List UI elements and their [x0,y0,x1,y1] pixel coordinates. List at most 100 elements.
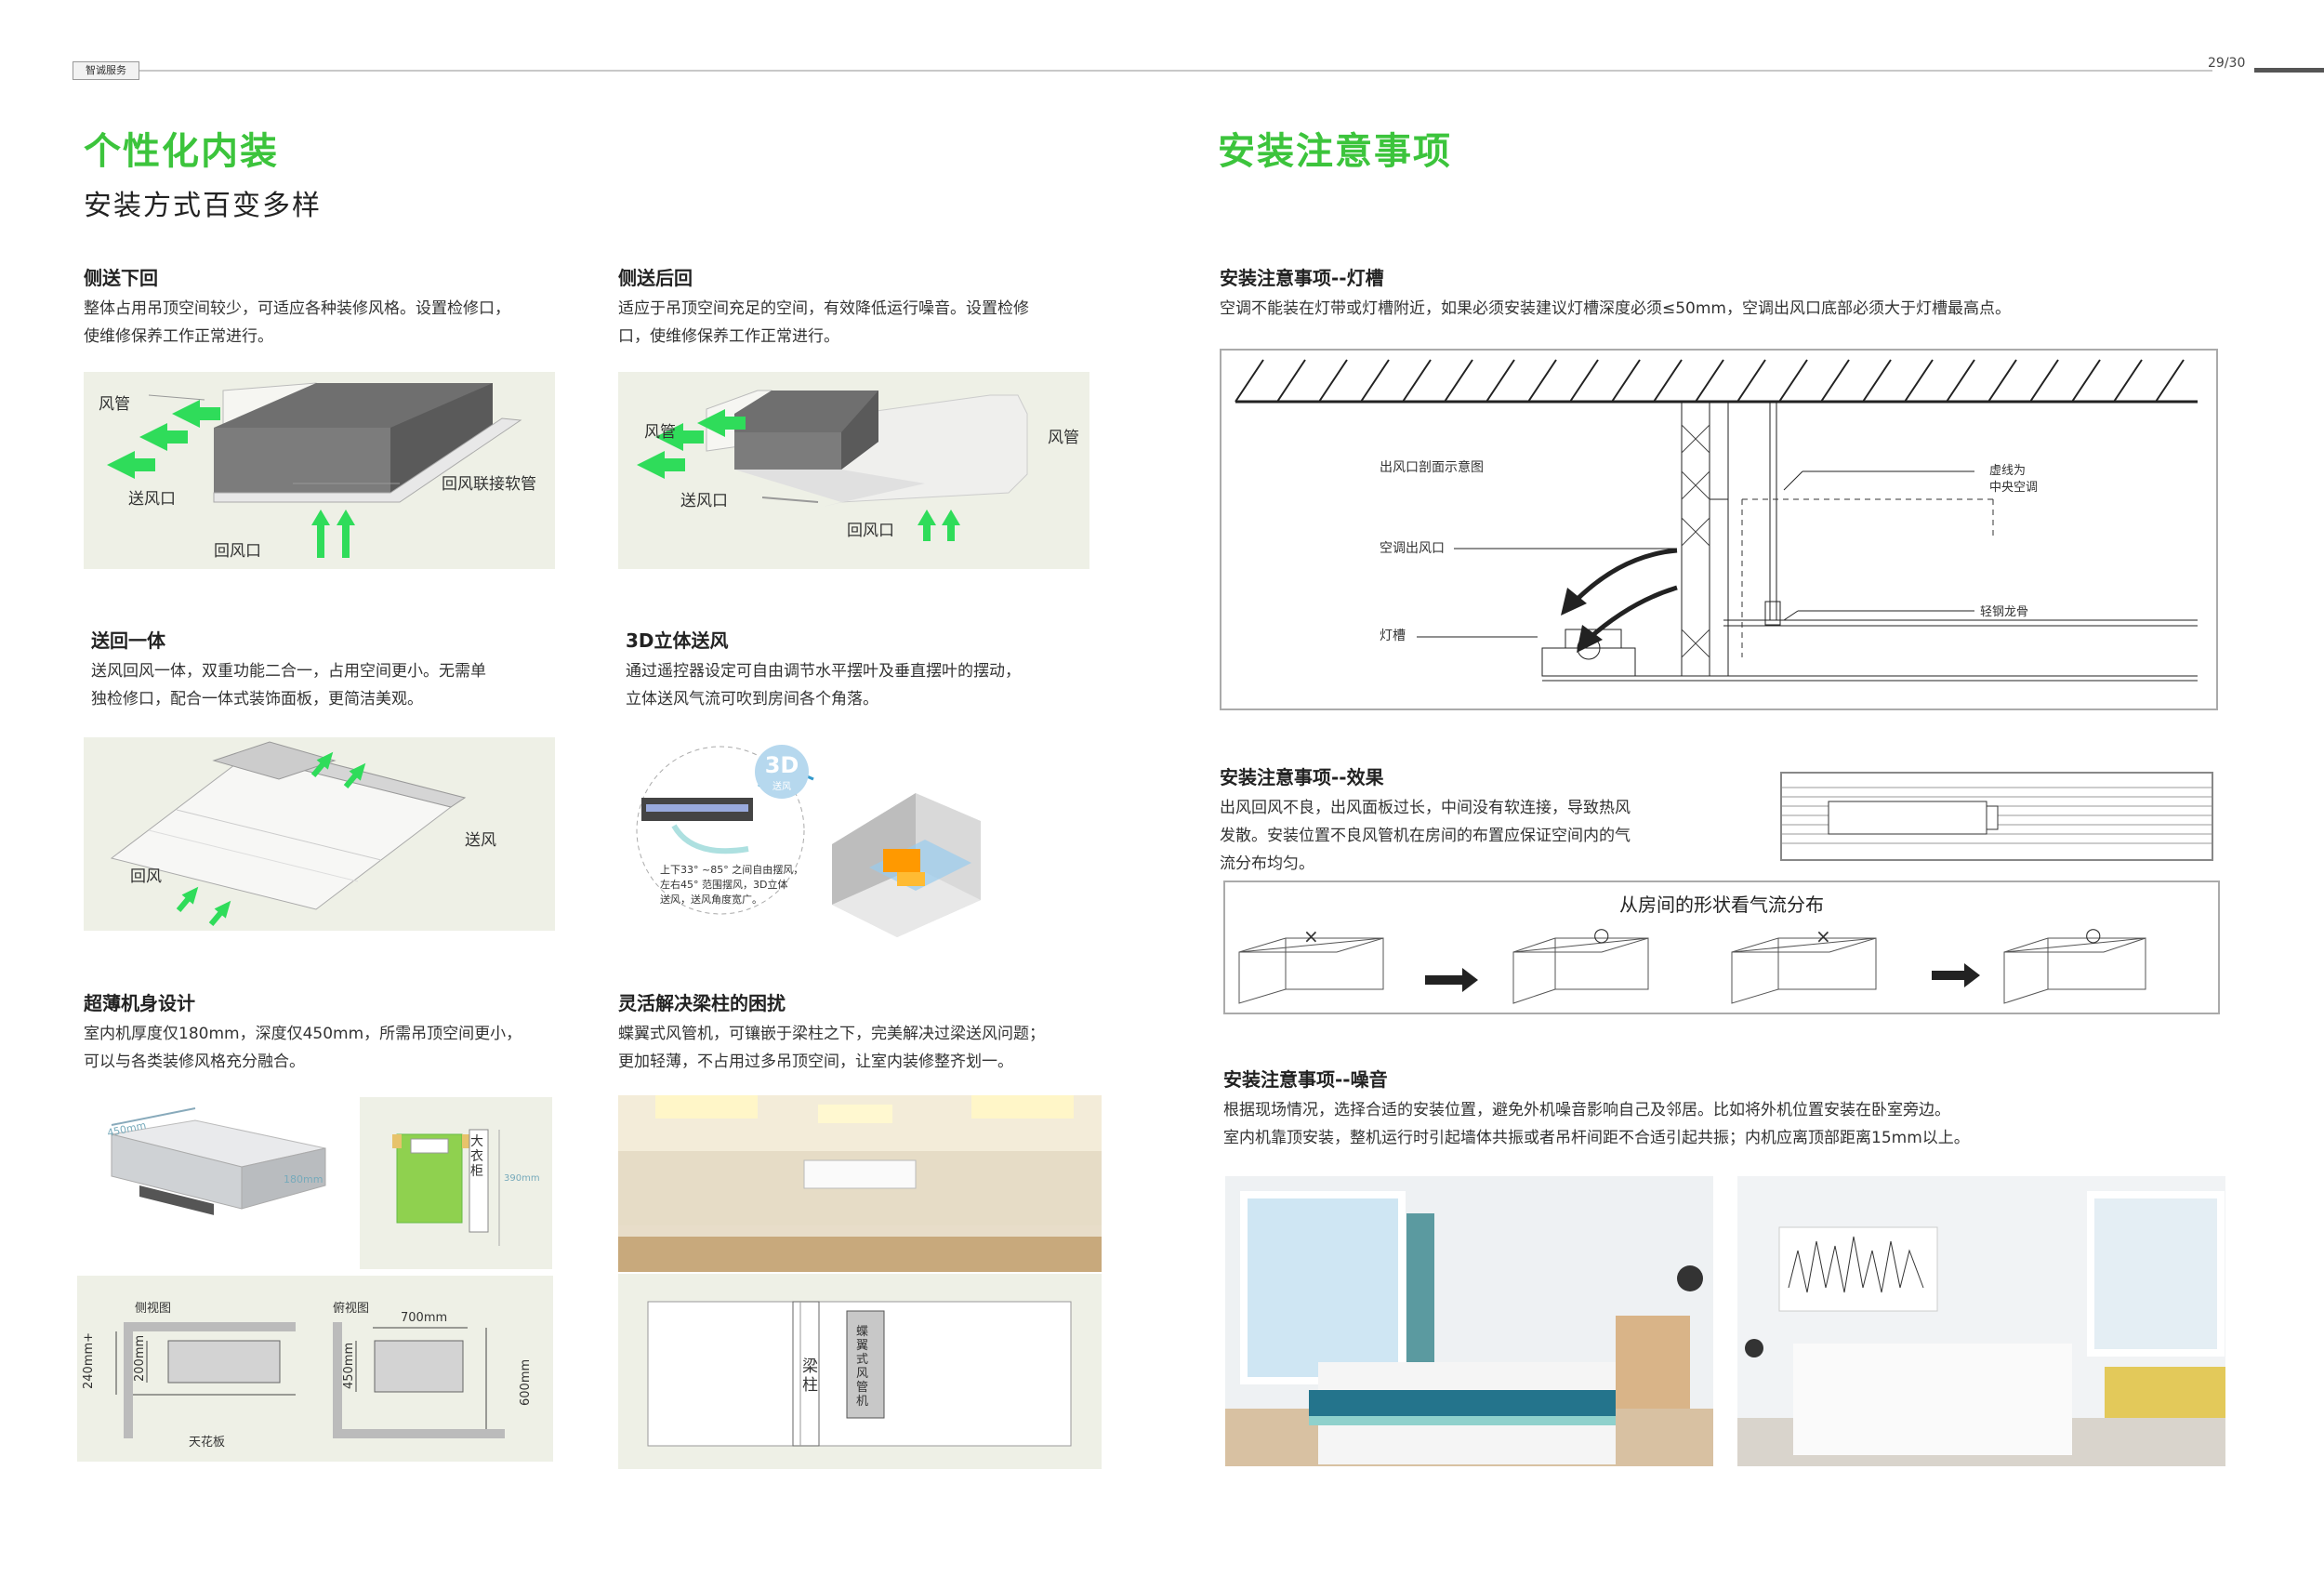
3d-airflow-illustration [636,746,981,937]
diagram-wardrobe-plan: 大衣柜 390mm [360,1097,552,1269]
dimension-views-illustration [115,1322,505,1438]
bad-mark-1: × [1303,925,1319,947]
label-return-outlet: 回风口 [847,522,894,540]
item3-body1: 送风回风一体，双重功能二合一，占用空间更小。无需单 [91,662,486,681]
good-mark-1: ○ [1593,923,1610,946]
bedroom-photo-2 [1737,1176,2225,1466]
dim-450: 450mm [342,1342,356,1389]
airflow-shape-diagram: 从房间的形状看气流分布 × ○ × ○ [1223,881,2220,1014]
3d-badge: 3D 送风 [755,745,809,799]
item1-heading: 侧送下回 [84,267,158,289]
note3-heading: 安装注意事项--噪音 [1223,1068,1388,1091]
note2-body3: 流分布均匀。 [1220,854,1314,873]
diagram-side-supply-rear-return: 风管 风管 送风口 回风口 [618,372,1089,569]
light-trough-diagram: 出风口剖面示意图 空调出风口 灯槽 虚线为 中央空调 轻钢龙骨 [1220,349,2218,710]
label-supply-outlet: 送风口 [680,492,728,510]
3d-note-3: 送风，送风角度宽广。 [660,894,762,906]
item1-body1: 整体占用吊顶空间较少，可适应各种装修风格。设置检修口， [84,299,510,318]
label-supply: 送风 [465,831,496,850]
item2-heading: 侧送后回 [618,267,693,289]
note2-body1: 出风回风不良，出风面板过长，中间没有软连接，导致热风 [1220,799,1631,817]
dim-240: 240mm+ [82,1331,96,1389]
item2-body2: 口，使维修保养工作正常进行。 [618,327,839,346]
diagram-side-top-views: 侧视图 俯视图 700mm 240mm+ 200mm 450mm 600mm 天… [77,1276,553,1462]
item5-body1: 室内机厚度仅180mm，深度仅450mm，所需吊顶空间更小， [84,1025,522,1043]
label-ceiling: 天花板 [189,1436,226,1450]
page-number: 29/30 [2208,56,2246,71]
bad-mark-2: × [1816,925,1831,947]
note3-body1: 根据现场情况，选择合适的安装位置，避免外机噪音影响自己及邻居。比如将外机位置安装… [1223,1101,1950,1119]
left-title: 个性化内装 [84,130,279,173]
header-rule-accent [2254,68,2324,73]
label-steel-keel: 轻钢龙骨 [1980,605,2029,619]
note1-heading: 安装注意事项--灯槽 [1220,267,1384,289]
cassette-panel-illustration [110,741,467,926]
ceiling-photo [618,1095,1102,1272]
light-trough-section-drawing [1235,359,2198,682]
left-subtitle: 安装方式百变多样 [84,190,322,222]
3d-note-1: 上下33° ~85° 之间自由摆风， [660,864,804,876]
3d-note-2: 左右45° 范围摆风，3D立体 [660,879,788,891]
bedroom-illustration-2 [1737,1176,2225,1466]
beam-unit-illustration [647,1301,1072,1447]
dim-height: 180mm [284,1173,324,1185]
label-top-view: 俯视图 [333,1302,370,1316]
diagram-3d-airflow: 3D 送风 上下33° ~85° 之间自由摆风， 左右45° 范围摆风，3D立体… [618,737,1111,937]
item6-body2: 更加轻薄，不占用过多吊顶空间，让室内装修整齐划一。 [618,1053,1013,1071]
note2-heading: 安装注意事项--效果 [1220,766,1384,788]
item3-heading: 送回一体 [91,629,165,652]
label-beam: 梁柱 [802,1357,818,1395]
3d-badge-sub: 送风 [772,782,791,792]
bedroom-photo-1 [1225,1176,1713,1466]
label-dashed-2: 中央空调 [1989,481,2039,495]
label-return-outlet: 回风口 [214,542,261,561]
wardrobe-plan-illustration [392,1129,500,1246]
item1-body2: 使维修保养工作正常进行。 [84,327,273,346]
3d-badge-text: 3D [764,752,799,778]
item4-heading: 3D立体送风 [626,629,729,652]
item2-body1: 适应于吊顶空间充足的空间，有效降低运行噪音。设置检修 [618,299,1029,318]
label-duct-left: 风管 [644,423,676,442]
label-supply-outlet: 送风口 [128,490,176,509]
diagram-integrated-supply-return: 送风 回风 [84,737,555,931]
label-dashed-1: 虚线为 [1989,464,2027,478]
label-duct: 风管 [99,395,130,414]
label-return-hose: 回风联接软管 [442,475,536,494]
dim-200: 200mm [133,1334,147,1382]
brand-tag: 智诚服务 [73,61,139,80]
item5-heading: 超薄机身设计 [84,992,195,1014]
label-wardrobe: 大衣柜 [470,1134,483,1179]
item4-body2: 立体送风气流可吹到房间各个角落。 [626,690,878,708]
label-duct-right: 风管 [1048,429,1079,447]
diagram-beam-column: 梁柱 蝶翼式风管机 [618,1274,1102,1469]
good-mark-2: ○ [2085,923,2102,946]
thin-unit-illustration [111,1107,326,1215]
note3-body2: 室内机靠顶安装，整机运行时引起墙体共振或者吊杆间距不合适引起共振；内机应离顶部距… [1223,1129,1970,1147]
duct-unit-rear-illustration [637,390,1028,541]
ceiling-interior-illustration [618,1095,1102,1272]
long-panel-diagram [1780,772,2213,861]
item3-body2: 独检修口，配合一体式装饰面板，更简洁美观。 [91,690,423,708]
label-side-view: 侧视图 [135,1302,172,1316]
header-rule [139,70,2212,72]
item6-body1: 蝶翼式风管机，可镶嵌于梁柱之下，完美解决过梁送风问题； [618,1025,1045,1043]
item4-body1: 通过遥控器设定可自由调节水平摆叶及垂直摆叶的摆动， [626,662,1021,681]
dim-side: 390mm [504,1173,540,1184]
note1-body: 空调不能装在灯带或灯槽附近，如果必须安装建议灯槽深度必须≤50mm，空调出风口底… [1220,299,2011,318]
duct-unit-illustration [107,382,522,558]
item6-heading: 灵活解决梁柱的困扰 [618,992,786,1014]
label-section-view: 出风口剖面示意图 [1380,460,1484,475]
note2-body2: 发散。安装位置不良风管机在房间的布置应保证空间内的气 [1220,827,1631,845]
dim-600: 600mm [519,1358,533,1406]
bedroom-illustration-1 [1225,1176,1713,1466]
diagram-side-supply-bottom-return: 风管 送风口 回风口 回风联接软管 [84,372,555,569]
right-title: 安装注意事项 [1218,130,1452,173]
airflow-room-shapes [1238,937,2146,1004]
diagram-thin-unit: 450mm 180mm [84,1097,353,1265]
long-panel-drawing [1782,787,2212,844]
label-return: 回风 [130,867,162,886]
dim-700: 700mm [401,1311,448,1325]
item5-body2: 可以与各类装修风格充分融合。 [84,1053,305,1071]
label-butterfly-unit: 蝶翼式风管机 [856,1325,869,1409]
label-light-trough: 灯槽 [1380,629,1406,643]
